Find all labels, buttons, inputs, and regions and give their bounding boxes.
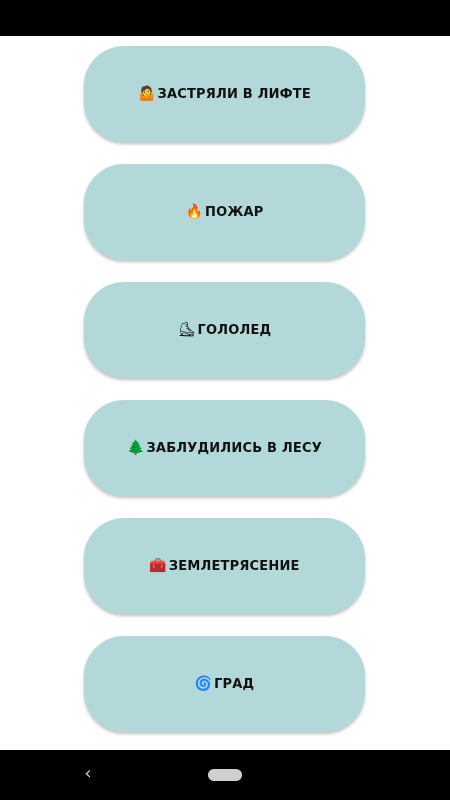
ice-skate-icon: ⛸ [177, 322, 196, 338]
button-label: ГОЛОЛЕД [197, 322, 272, 338]
earthquake-button[interactable]: 🧰 ЗЕМЛЕТРЯСЕНИЕ [84, 518, 365, 614]
back-chevron-icon[interactable]: ‹ [84, 763, 92, 784]
button-label: ЗАБЛУДИЛИСЬ В ЛЕСУ [146, 440, 322, 456]
ice-button[interactable]: ⛸ ГОЛОЛЕД [84, 282, 365, 378]
emergency-menu: 🤷 ЗАСТРЯЛИ В ЛИФТЕ 🔥 ПОЖАР ⛸ ГОЛОЛЕД 🌲 З… [0, 36, 450, 750]
home-pill-icon[interactable] [208, 769, 242, 781]
button-label: ЗАСТРЯЛИ В ЛИФТЕ [157, 86, 311, 102]
stuck-in-elevator-button[interactable]: 🤷 ЗАСТРЯЛИ В ЛИФТЕ [84, 46, 365, 142]
hail-button[interactable]: 🌀 ГРАД [84, 636, 365, 732]
fire-icon: 🔥 [185, 204, 203, 220]
person-shrugging-icon: 🤷 [138, 86, 156, 102]
toolbox-icon: 🧰 [149, 558, 167, 574]
button-label: ПОЖАР [205, 204, 264, 220]
button-label: ГРАД [214, 676, 255, 692]
evergreen-tree-icon: 🌲 [127, 440, 145, 456]
button-label: ЗЕМЛЕТРЯСЕНИЕ [168, 558, 300, 574]
status-bar [0, 0, 450, 36]
cyclone-icon: 🌀 [194, 676, 213, 692]
navigation-bar: ‹ [0, 750, 450, 800]
fire-button[interactable]: 🔥 ПОЖАР [84, 164, 365, 260]
lost-in-forest-button[interactable]: 🌲 ЗАБЛУДИЛИСЬ В ЛЕСУ [84, 400, 365, 496]
